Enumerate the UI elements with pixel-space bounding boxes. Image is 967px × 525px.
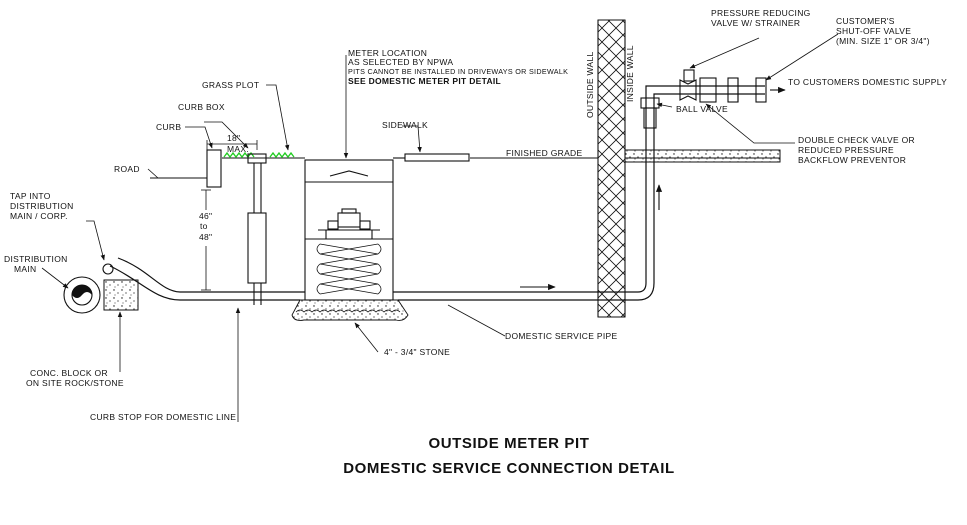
label-inside-wall: INSIDE WALL	[625, 45, 635, 102]
label-conc-block: CONC. BLOCK OR	[30, 368, 108, 378]
grass-plot	[223, 151, 295, 159]
label-conc-block-2: ON SITE ROCK/STONE	[26, 378, 124, 388]
label-pressure-reducing-2: VALVE W/ STRAINER	[711, 18, 800, 28]
label-customers-shutoff: CUSTOMER'S	[836, 16, 895, 26]
label-double-check: DOUBLE CHECK VALVE OR	[798, 135, 915, 145]
label-tap-into-3: MAIN / CORP.	[10, 211, 68, 221]
label-sidewalk: SIDEWALK	[382, 120, 428, 130]
label-grass-plot: GRASS PLOT	[202, 80, 259, 90]
label-outside-wall: OUTSIDE WALL	[585, 51, 595, 118]
label-finished-grade: FINISHED GRADE	[506, 148, 582, 158]
title-line-2: DOMESTIC SERVICE CONNECTION DETAIL	[343, 460, 675, 477]
label-dim-max: MAX.	[227, 144, 249, 154]
label-curb-stop: CURB STOP FOR DOMESTIC LINE	[90, 412, 236, 422]
label-tap-into: TAP INTO	[10, 191, 51, 201]
label-curb-box: CURB BOX	[178, 102, 225, 112]
leader-lines	[41, 33, 839, 422]
label-to-customers-supply: TO CUSTOMERS DOMESTIC SUPPLY	[788, 77, 947, 87]
label-depth-48: 48"	[199, 232, 212, 242]
label-double-check-2: REDUCED PRESSURE	[798, 145, 894, 155]
label-stone: 4" - 3/4" STONE	[384, 347, 450, 357]
label-depth-46: 46"	[199, 211, 212, 221]
label-distribution-main-2: MAIN	[14, 264, 36, 274]
label-depth-to: to	[200, 221, 208, 231]
label-ball-valve: BALL VALVE	[676, 104, 728, 114]
label-domestic-service-pipe: DOMESTIC SERVICE PIPE	[505, 331, 617, 341]
indoor-piping	[640, 69, 767, 136]
label-pressure-reducing: PRESSURE REDUCING	[711, 8, 811, 18]
title-line-1: OUTSIDE METER PIT	[428, 435, 589, 452]
label-double-check-3: BACKFLOW PREVENTOR	[798, 155, 906, 165]
label-meter-location: METER LOCATION	[348, 48, 427, 58]
sidewalk-slab	[404, 153, 470, 162]
label-customers-shutoff-2: SHUT-OFF VALVE	[836, 26, 911, 36]
stone-bedding	[291, 299, 409, 321]
label-distribution-main: DISTRIBUTION	[4, 254, 68, 264]
distribution-main	[63, 263, 139, 314]
label-customers-shutoff-3: (MIN. SIZE 1" OR 3/4")	[836, 36, 930, 46]
label-meter-location-2: AS SELECTED BY NPWA	[348, 57, 453, 67]
label-road: ROAD	[114, 164, 140, 174]
service-pipe	[109, 136, 655, 301]
curb-box	[247, 153, 267, 305]
label-curb: CURB	[156, 122, 181, 132]
label-tap-into-2: DISTRIBUTION	[10, 201, 74, 211]
meter-pit	[304, 159, 394, 301]
curb	[206, 149, 222, 188]
basement-slab	[624, 149, 781, 163]
label-meter-location-4: SEE DOMESTIC METER PIT DETAIL	[348, 76, 501, 86]
label-meter-location-3: PITS CANNOT BE INSTALLED IN DRIVEWAYS OR…	[348, 67, 568, 76]
building-wall	[597, 19, 626, 318]
label-dim-18: 18"	[227, 133, 240, 143]
